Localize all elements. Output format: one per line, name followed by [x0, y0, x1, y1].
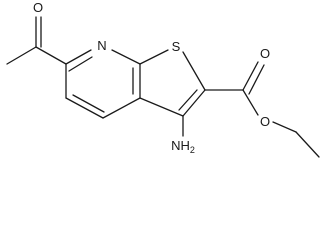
- atom-label-ester-carbonyl-oxygen: O: [260, 46, 270, 61]
- bond-c2-c3-b: [178, 89, 198, 111]
- bond-c4-c3a: [102, 97, 141, 119]
- bond-c6-n7-a: [65, 49, 92, 65]
- bond-methyl-carbonyl: [6, 46, 37, 65]
- amino-label-subscript: 2: [190, 145, 195, 155]
- atom-label-amino-group: NH2: [171, 138, 195, 155]
- atom-label-sulfur: S: [172, 39, 181, 54]
- bond-ester-c-o-2: [248, 64, 265, 95]
- bond-s1-c2: [182, 51, 206, 91]
- amino-label-main: NH: [171, 138, 190, 153]
- thiophene-ring: [139, 49, 206, 137]
- bond-c5-c4-b: [72, 94, 105, 113]
- bond-ch2-ch3: [295, 131, 320, 158]
- bond-n7-c7a: [111, 49, 141, 65]
- molecule-diagram: O N S O O NH2: [6, 0, 320, 158]
- bond-c7a-s1: [139, 49, 169, 65]
- acetyl-group: [6, 16, 67, 65]
- bond-c3-c3a: [139, 97, 184, 117]
- atom-label-ketone-oxygen: O: [33, 0, 43, 15]
- ethyl-ester-group: [204, 61, 320, 158]
- bond-c2-c3-a: [182, 89, 206, 117]
- bond-ester-c-o-1: [242, 61, 259, 91]
- bond-oalkyl-ch2: [272, 121, 297, 133]
- bond-ester-c-oalkyl: [242, 89, 259, 116]
- bond-c5-c4-a: [65, 97, 104, 119]
- bond-c6-n7-b: [68, 56, 93, 72]
- pyridine-ring: [65, 49, 141, 119]
- atom-label-ring-nitrogen: N: [97, 38, 106, 53]
- bond-carbonyl-ring: [35, 46, 67, 65]
- atom-label-ester-oxygen: O: [260, 114, 270, 129]
